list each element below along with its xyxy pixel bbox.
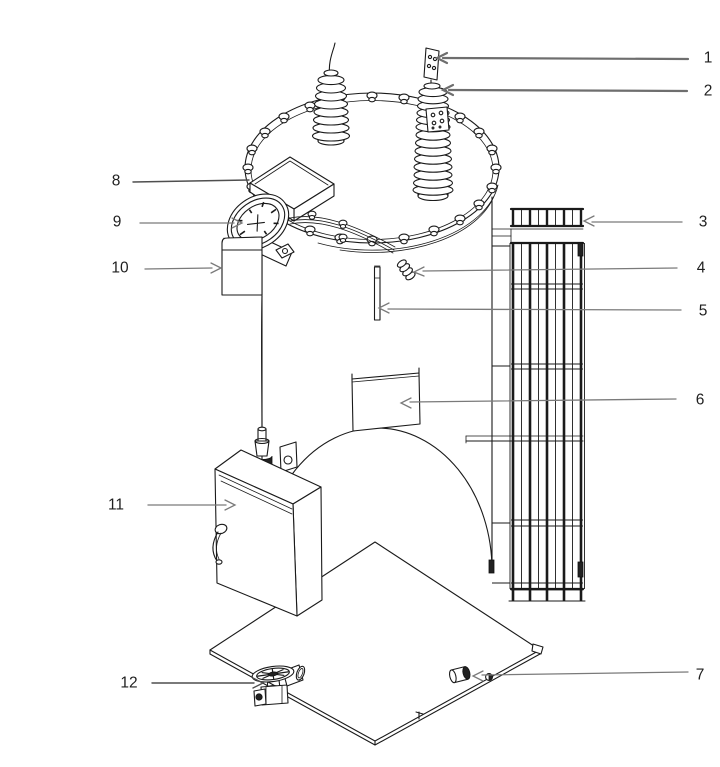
plate-corner-tab (531, 643, 544, 655)
radiator (488, 207, 586, 602)
callout-line-12 (151, 677, 265, 689)
drain-valve (251, 664, 306, 707)
lv-bushing (311, 42, 351, 146)
callout-line-11 (147, 499, 237, 511)
callout-line-6 (399, 397, 677, 409)
hv-bushing (412, 47, 454, 202)
cabinet-handle (212, 523, 228, 565)
callout-line-3 (582, 215, 683, 227)
callout-line-9 (139, 217, 244, 229)
cooling-pipe (465, 435, 584, 444)
callout-lines (132, 51, 690, 689)
plate-bolt (415, 711, 424, 720)
control-cabinet (212, 426, 323, 617)
callout-line-10 (144, 262, 223, 274)
callout-label-7: 7 (695, 666, 705, 684)
callout-label-9: 9 (112, 213, 122, 231)
callout-label-10: 10 (111, 259, 129, 277)
callout-label-5: 5 (698, 302, 708, 320)
callout-label-4: 4 (696, 259, 706, 277)
callout-label-11: 11 (107, 496, 125, 514)
tap-plate (425, 106, 450, 133)
terminal-blade (423, 47, 440, 86)
callout-line-1 (434, 51, 690, 65)
callout-line-2 (440, 83, 689, 97)
callout-line-5 (377, 302, 682, 314)
callout-label-2: 2 (703, 82, 713, 100)
capillary-tubes (289, 210, 396, 254)
gauge-bracket (221, 236, 263, 296)
thermometer-pocket (373, 265, 381, 321)
cabinet-side (292, 486, 323, 617)
callout-line-7 (471, 670, 689, 682)
valve-body (253, 664, 306, 707)
callout-label-6: 6 (695, 391, 705, 409)
callout-label-8: 8 (111, 172, 121, 190)
callout-label-3: 3 (698, 213, 708, 231)
nameplate (351, 367, 421, 432)
callout-label-1: 1 (703, 49, 713, 67)
callout-line-8 (132, 179, 250, 183)
callout-label-12: 12 (120, 674, 138, 692)
callout-line-4 (412, 266, 678, 277)
valve-handwheel (251, 665, 295, 683)
